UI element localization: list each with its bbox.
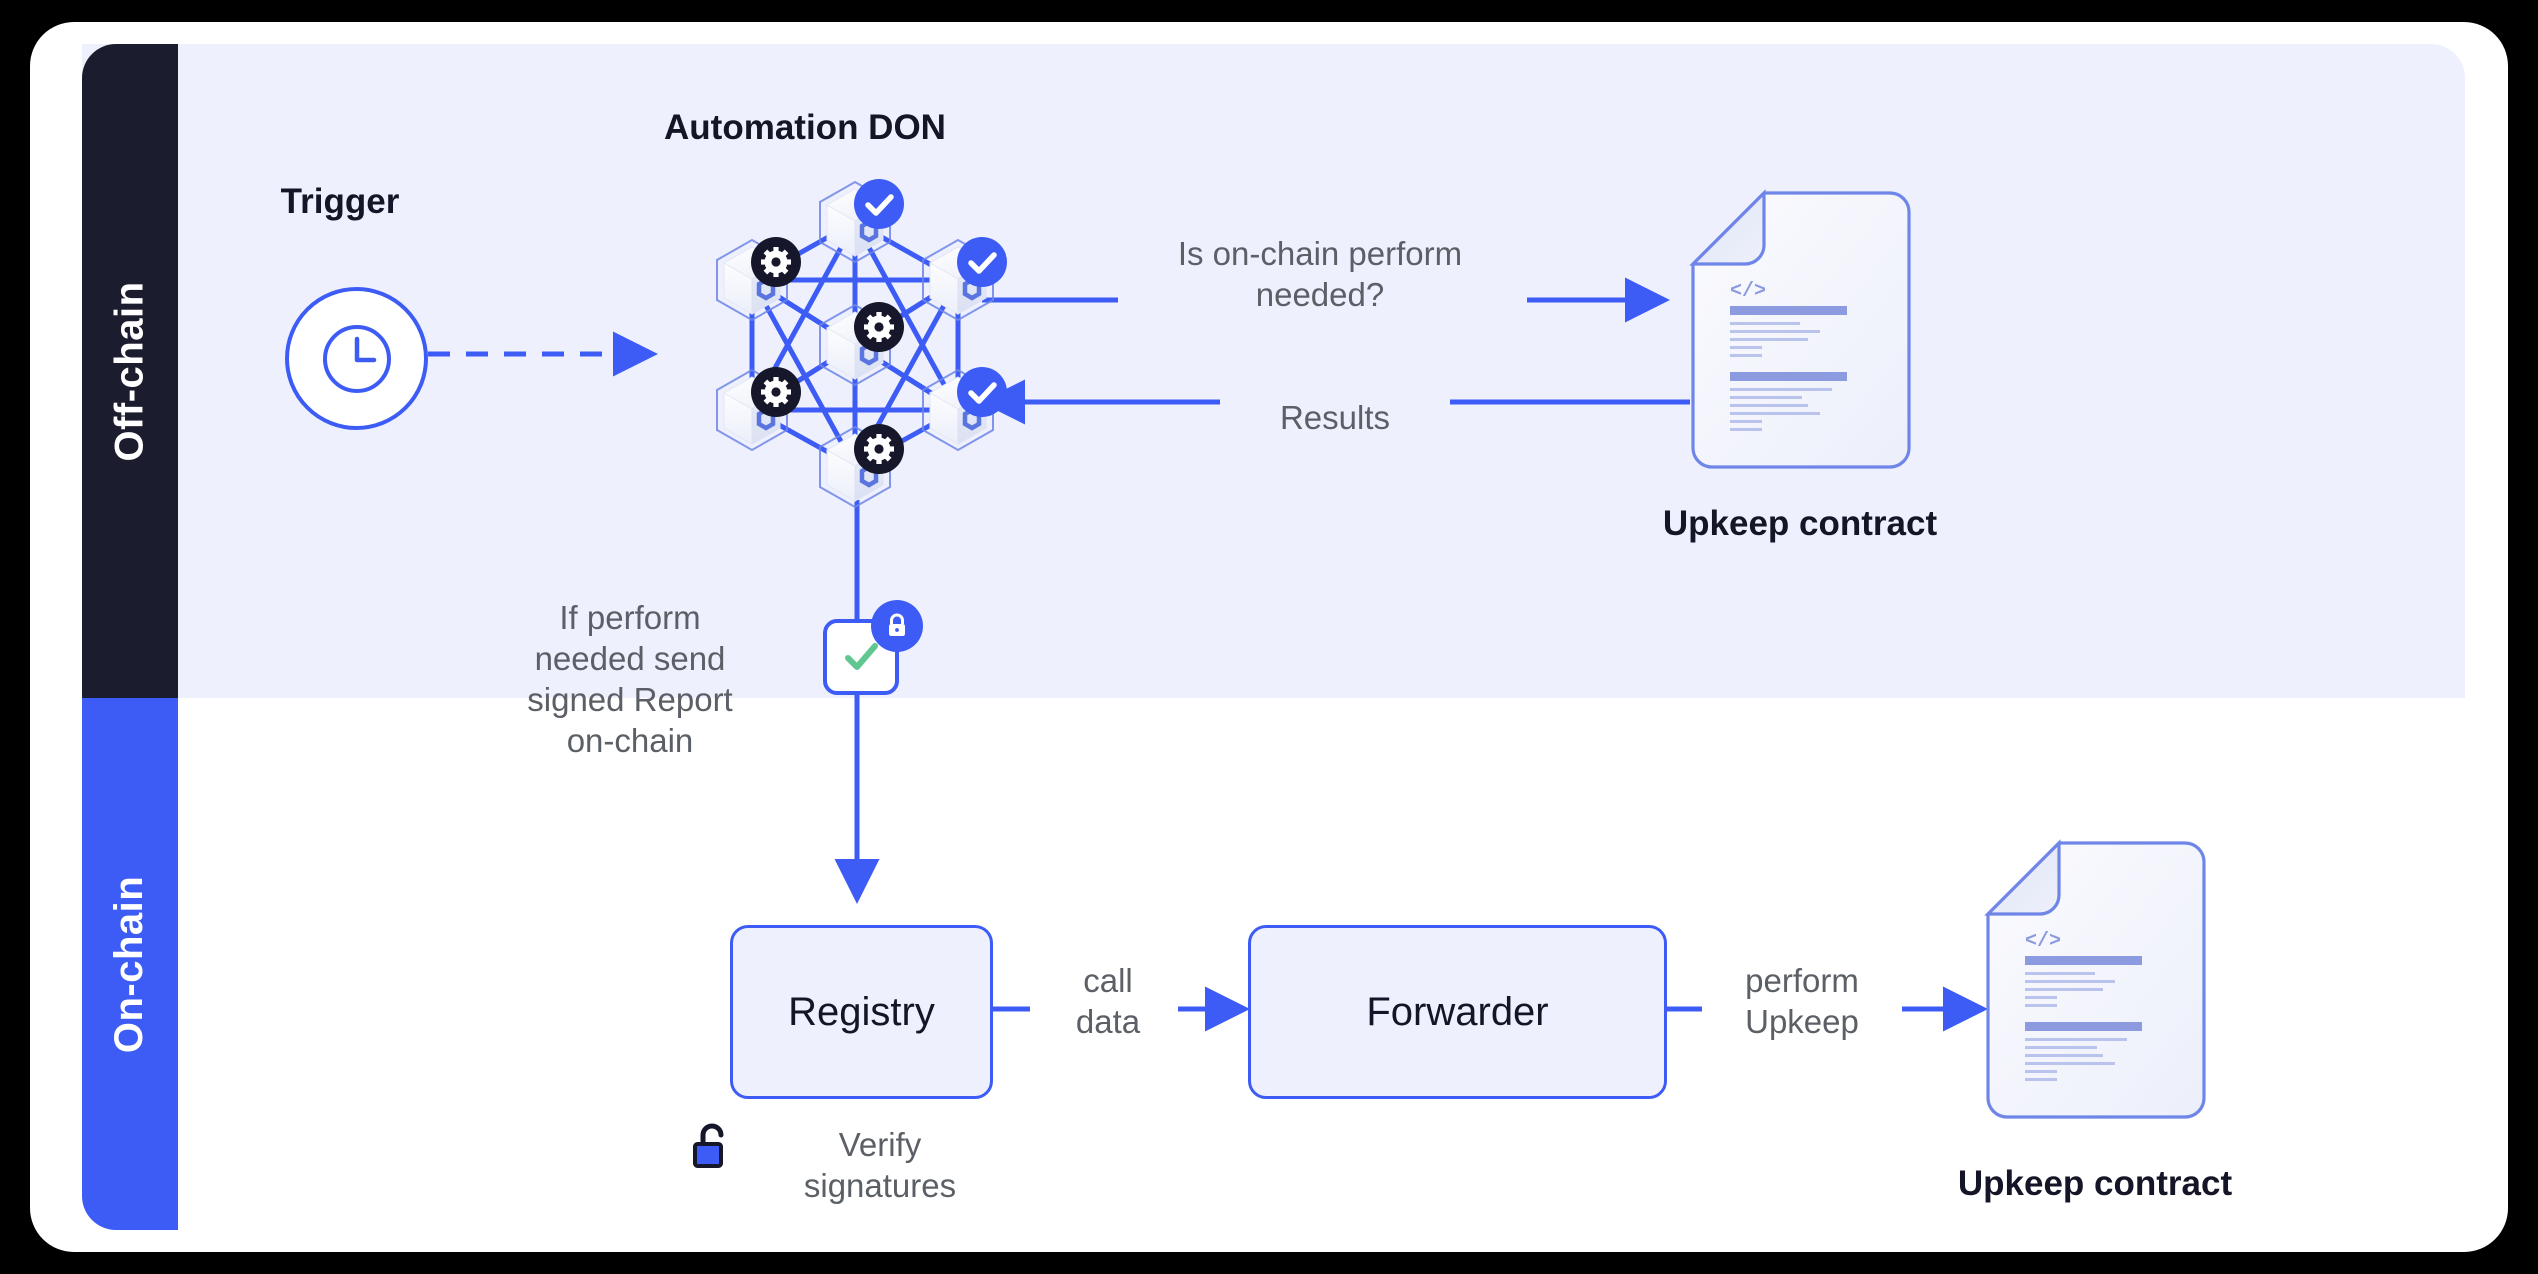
registry-box[interactable]: Registry — [730, 925, 993, 1099]
document-fold — [1689, 189, 1766, 266]
upkeep-contract-caption-offchain: Upkeep contract — [1662, 504, 1938, 543]
upkeep-contract-caption-onchain: Upkeep contract — [1957, 1164, 2233, 1203]
check-badge-icon — [957, 237, 1007, 287]
document-icon: </> — [1689, 189, 1911, 469]
document-icon: </> — [1984, 839, 2206, 1119]
gear-badge-icon — [854, 424, 904, 474]
trigger-title: Trigger — [280, 182, 400, 221]
label-onchain-perform-needed: Is on-chain perform needed? — [1177, 235, 1463, 313]
lock-closed-badge — [871, 600, 923, 652]
rail-offchain: Off-chain — [82, 44, 178, 698]
trigger-clock-badge — [285, 287, 428, 430]
gear-badge-icon — [751, 367, 801, 417]
document-code-glyph: </> — [1730, 280, 1766, 303]
lock-open-badge — [690, 1122, 738, 1174]
don-network — [690, 162, 1020, 522]
registry-label: Registry — [788, 989, 935, 1034]
document-text-lines — [2025, 956, 2142, 1081]
forwarder-label: Forwarder — [1366, 989, 1549, 1034]
connector-layer — [428, 277, 1988, 1032]
clock-icon — [322, 324, 391, 393]
document-fold — [1984, 839, 2061, 916]
diagram-canvas: Off-chain On-chain — [30, 22, 2508, 1252]
gear-badge-icon — [751, 237, 801, 287]
check-badge-icon — [854, 179, 904, 229]
lock-closed-icon — [889, 613, 905, 636]
forwarder-box[interactable]: Forwarder — [1248, 925, 1667, 1099]
offchain-region — [82, 44, 2465, 698]
upkeep-contract-doc-offchain: </> — [1689, 189, 1912, 470]
document-text-lines — [1730, 306, 1847, 431]
label-call-data: call data — [1075, 962, 1141, 1040]
check-badge-icon — [957, 367, 1007, 417]
label-perform-upkeep: perform Upkeep — [1745, 962, 1859, 1040]
don-title: Automation DON — [664, 108, 946, 147]
lock-open-icon — [693, 1123, 724, 1168]
don-node-badges — [751, 179, 1007, 474]
label-results: Results — [1279, 399, 1391, 436]
gear-badge-icon — [854, 302, 904, 352]
label-send-signed-report: If perform needed send signed Report on-… — [527, 599, 733, 759]
rail-onchain: On-chain — [82, 698, 178, 1230]
check-icon — [845, 643, 878, 670]
upkeep-contract-doc-onchain: </> — [1984, 839, 2207, 1120]
document-code-glyph: </> — [2025, 930, 2061, 953]
label-verify-signatures: Verify signatures — [803, 1126, 957, 1204]
